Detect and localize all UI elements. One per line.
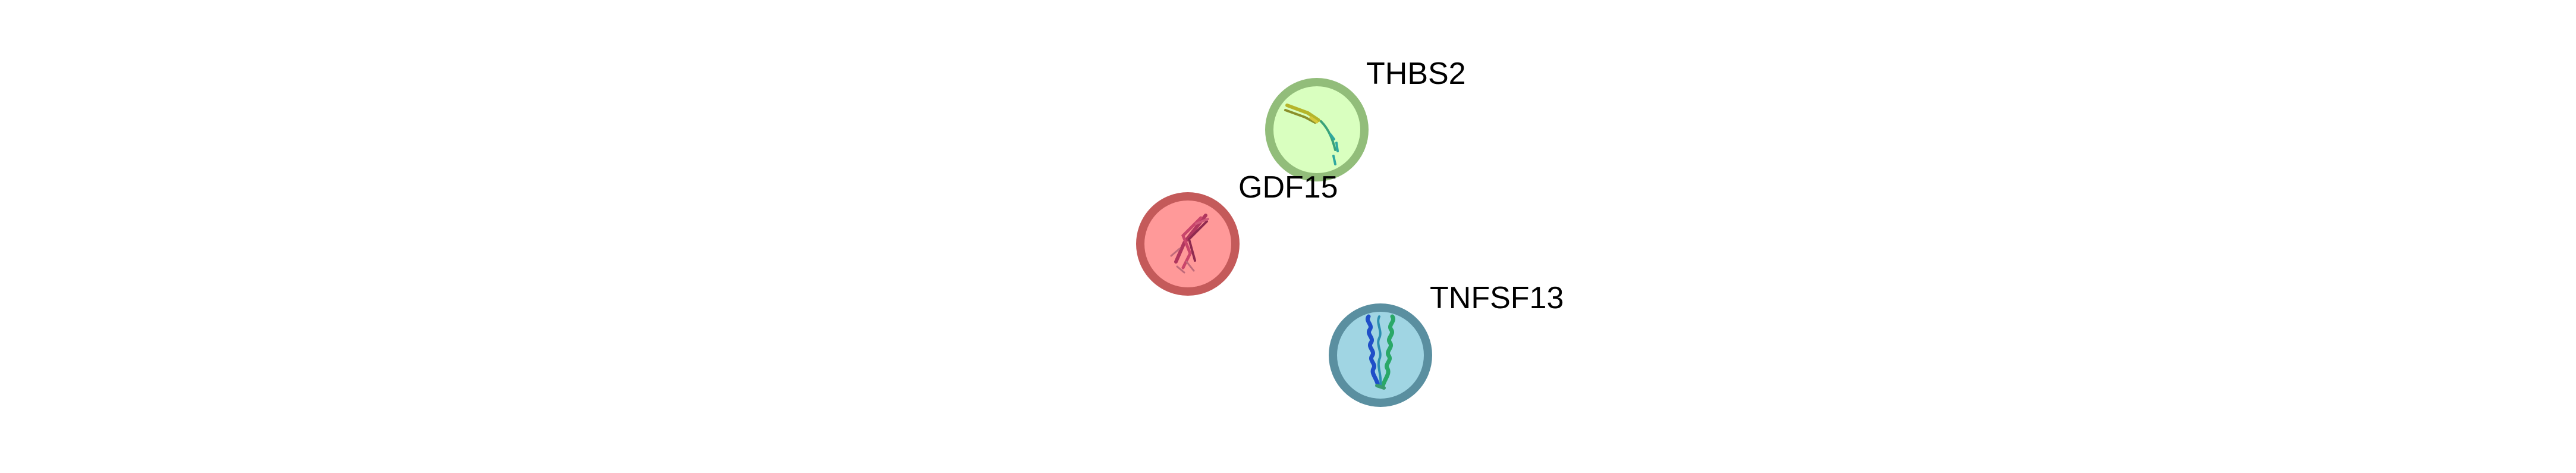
node-gdf15-label: GDF15 (1238, 170, 1338, 205)
node-thbs2-label: THBS2 (1366, 57, 1466, 91)
node-thbs2[interactable]: THBS2 (1265, 57, 1466, 181)
node-tnfsf13[interactable]: TNFSF13 (1329, 281, 1564, 407)
node-tnfsf13-label: TNFSF13 (1430, 281, 1564, 315)
node-gdf15-structure-icon (1170, 214, 1209, 274)
node-thbs2-structure-icon (1284, 104, 1339, 165)
node-tnfsf13-structure-icon (1366, 314, 1395, 390)
node-thbs2-circle[interactable] (1265, 78, 1369, 181)
node-gdf15[interactable]: GDF15 (1136, 170, 1338, 296)
